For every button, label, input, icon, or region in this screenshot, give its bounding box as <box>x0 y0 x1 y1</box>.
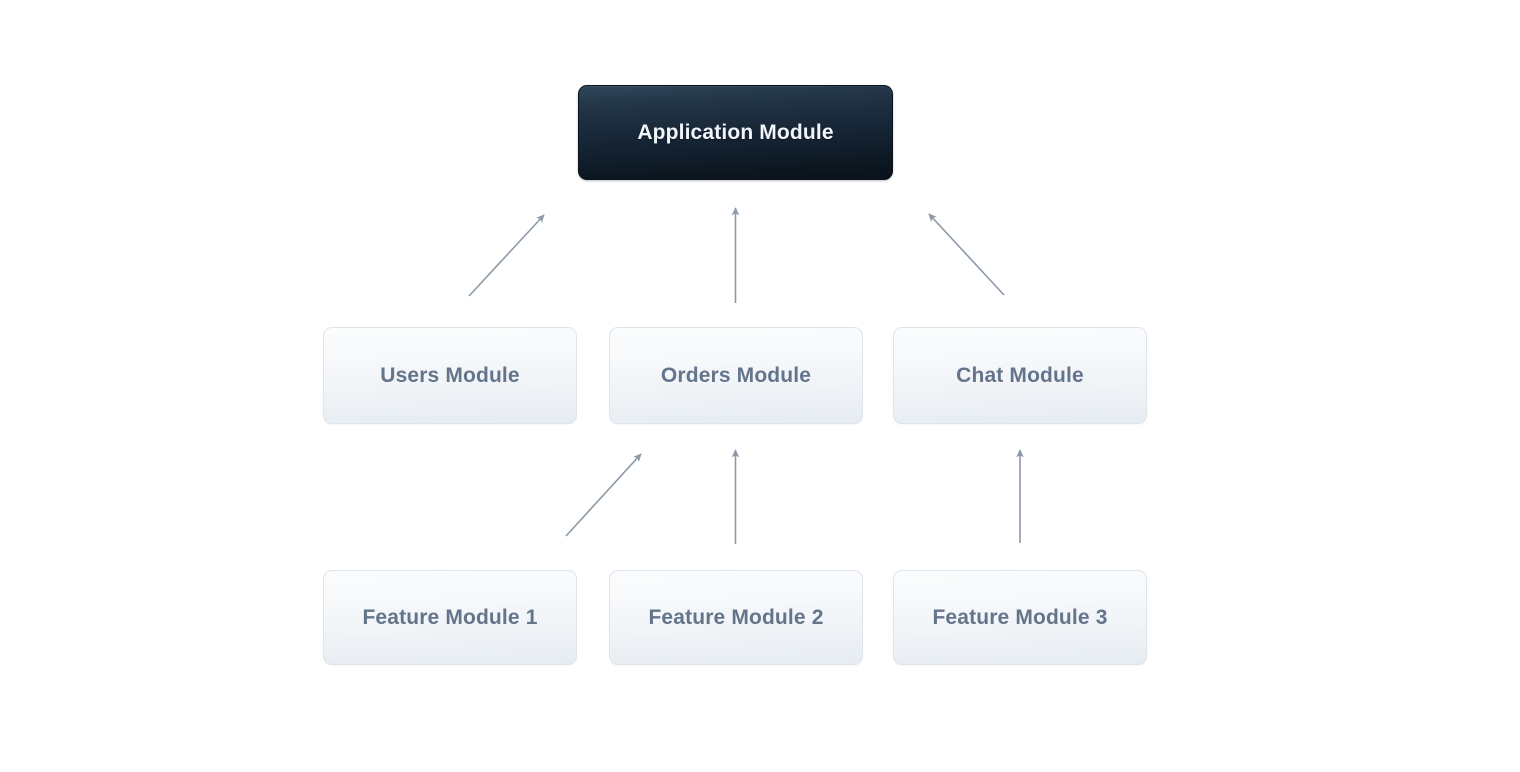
node-feature-module-1-label: Feature Module 1 <box>362 605 538 629</box>
node-feature-module-2[interactable]: Feature Module 2 <box>609 570 863 665</box>
node-feature-module-2-label: Feature Module 2 <box>648 605 824 629</box>
edge-users-to-application <box>468 214 545 297</box>
node-users-module[interactable]: Users Module <box>323 327 577 424</box>
edge-feature1-to-orders <box>565 453 642 537</box>
node-feature-module-3-label: Feature Module 3 <box>932 605 1108 629</box>
node-application-module[interactable]: Application Module <box>578 85 893 180</box>
node-users-module-label: Users Module <box>380 363 520 387</box>
node-feature-module-1[interactable]: Feature Module 1 <box>323 570 577 665</box>
node-orders-module[interactable]: Orders Module <box>609 327 863 424</box>
node-chat-module-label: Chat Module <box>956 363 1084 387</box>
node-application-module-label: Application Module <box>637 120 834 144</box>
node-feature-module-3[interactable]: Feature Module 3 <box>893 570 1147 665</box>
node-orders-module-label: Orders Module <box>660 363 812 387</box>
edge-chat-to-application <box>928 213 1005 296</box>
node-chat-module[interactable]: Chat Module <box>893 327 1147 424</box>
